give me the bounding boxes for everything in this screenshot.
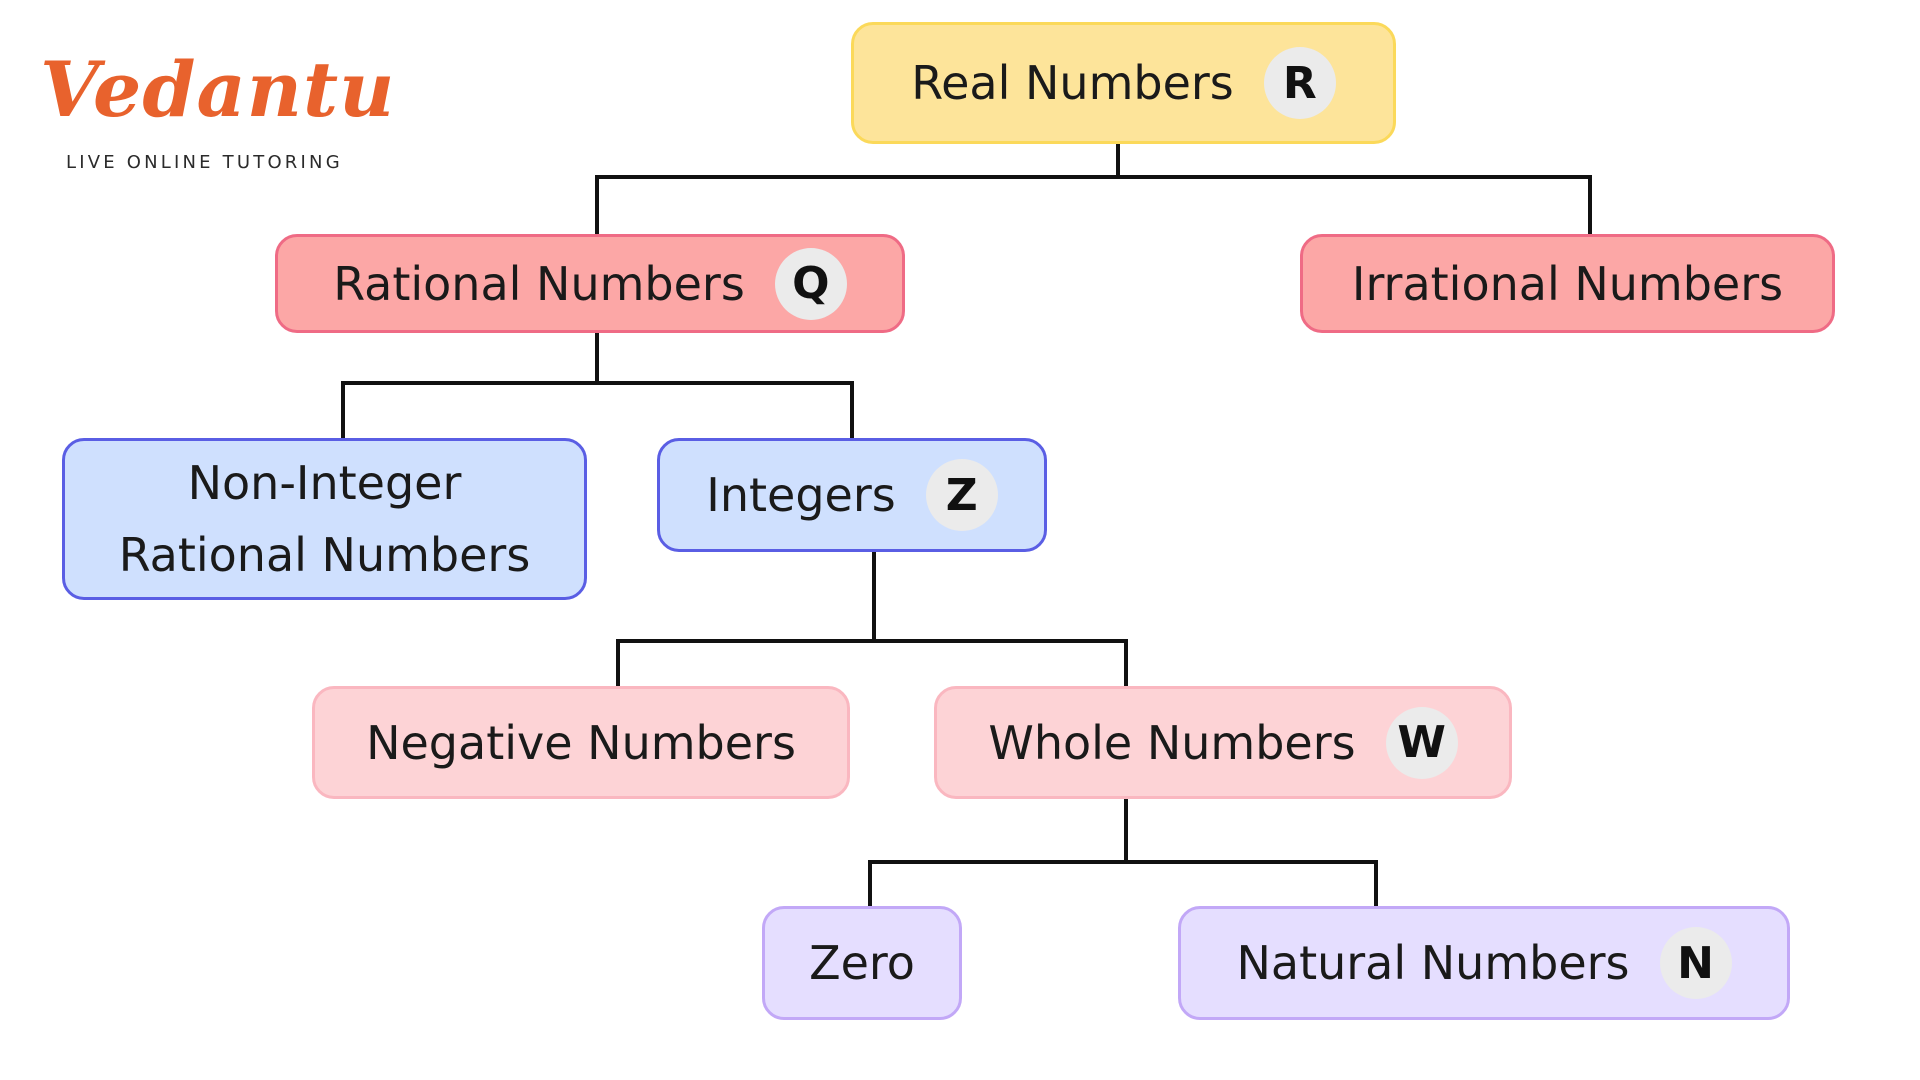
node-real-numbers: Real Numbers R — [851, 22, 1396, 144]
node-natural-numbers: Natural Numbers N — [1178, 906, 1790, 1020]
symbol-badge-q: Q — [774, 247, 847, 320]
logo-tagline: LIVE ONLINE TUTORING — [66, 152, 343, 173]
node-negative-numbers: Negative Numbers — [312, 686, 850, 799]
node-label: Negative Numbers — [366, 715, 796, 770]
connector-real-irrational — [1118, 175, 1592, 234]
node-non-integer-rational-numbers: Non-Integer Rational Numbers — [62, 438, 587, 600]
connector-whole-natural — [1126, 860, 1378, 906]
node-label: Integers — [706, 468, 896, 522]
symbol-badge-r: R — [1263, 47, 1336, 119]
logo-wordmark: Vedantu — [40, 45, 396, 134]
connector-real — [595, 144, 1120, 234]
connector-rational — [341, 333, 599, 438]
connector-rational-integers — [597, 381, 854, 438]
node-zero: Zero — [762, 906, 962, 1020]
symbol-badge-w: W — [1385, 706, 1458, 779]
node-label: Whole Numbers — [988, 715, 1356, 770]
node-label: Real Numbers — [911, 56, 1234, 110]
connector-whole — [868, 799, 1128, 906]
node-label: Natural Numbers — [1236, 936, 1630, 990]
connector-integers — [616, 552, 876, 686]
node-label: Irrational Numbers — [1351, 256, 1784, 311]
symbol-badge-z: Z — [925, 459, 998, 531]
vedantu-logo: Vedantu LIVE ONLINE TUTORING — [40, 40, 400, 190]
symbol-badge-n: N — [1659, 927, 1732, 999]
node-irrational-numbers: Irrational Numbers — [1300, 234, 1835, 333]
node-whole-numbers: Whole Numbers W — [934, 686, 1512, 799]
node-label: Rational Numbers — [333, 256, 745, 311]
node-rational-numbers: Rational Numbers Q — [275, 234, 905, 333]
connector-integers-whole — [874, 639, 1128, 686]
node-label: Zero — [809, 936, 915, 990]
node-integers: Integers Z — [657, 438, 1047, 552]
node-label: Non-Integer Rational Numbers — [118, 456, 531, 582]
